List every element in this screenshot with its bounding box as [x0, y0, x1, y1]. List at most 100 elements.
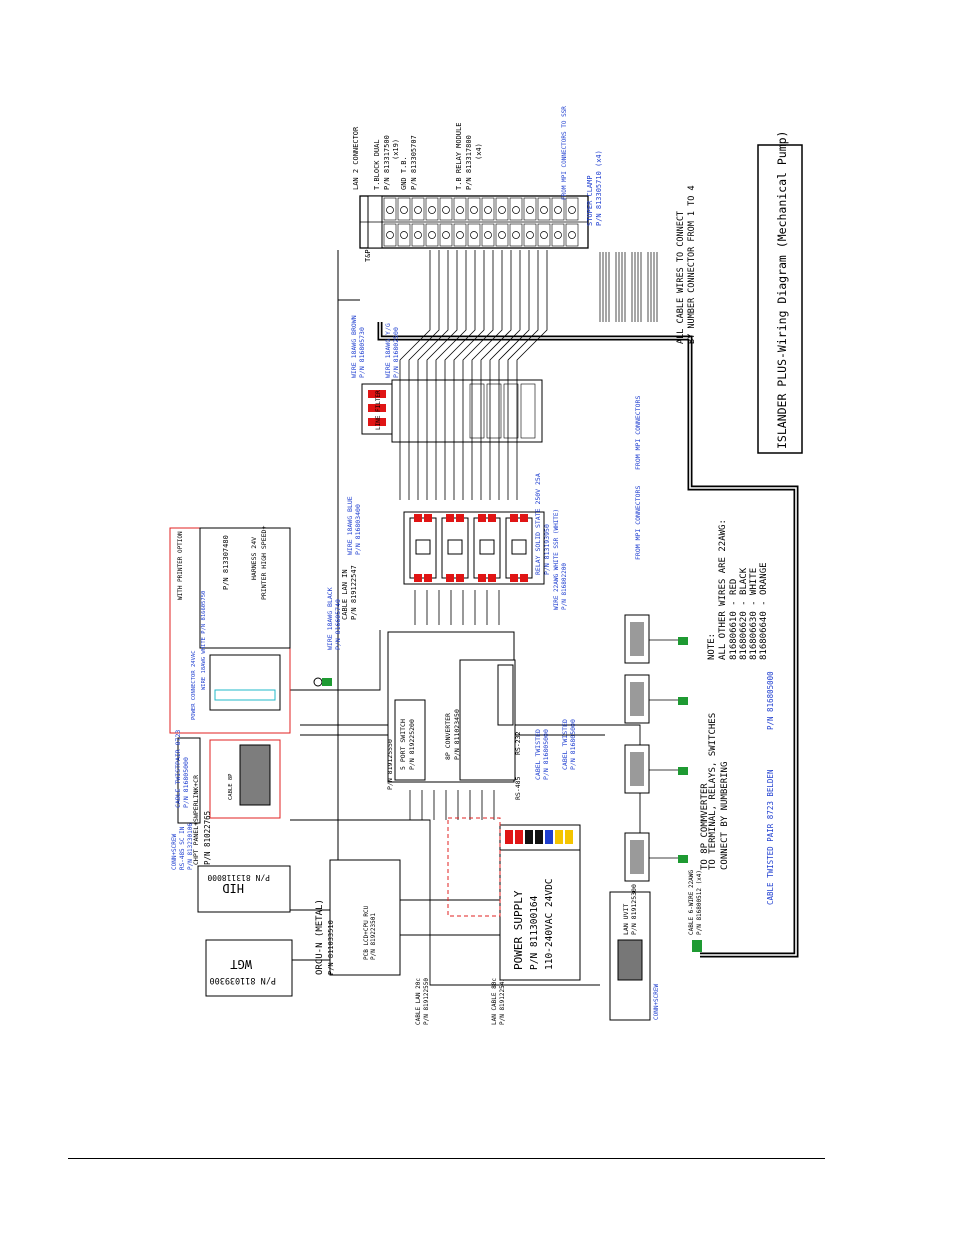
- sub-connector-plug: [678, 637, 688, 645]
- wire-segment: [453, 250, 485, 500]
- terminal-cell: [425, 197, 439, 221]
- terminal-screw: [456, 231, 464, 239]
- wire-segment: [471, 250, 503, 500]
- harness-label: HARNESS 24V: [250, 537, 258, 580]
- power-supply-label: POWER SUPPLY: [512, 890, 525, 970]
- hid-pn: P/N 813118000: [207, 873, 270, 882]
- terminal-screw: [526, 231, 534, 239]
- wire-segment: [462, 250, 494, 500]
- wire-segment: [516, 250, 548, 500]
- cable-twisted-belden-label: CABLE TWISTED PAIR 8723 BELDEN: [766, 770, 775, 905]
- note-line3: 816806620 - BLACK: [739, 567, 749, 660]
- power-printer-label: POWER CONNECTOR 24VAC: [191, 650, 197, 720]
- wgt-label: WGT: [230, 957, 252, 971]
- wire-segment: [426, 250, 458, 500]
- cable-lan-in-label: CABLE LAN IN: [341, 569, 349, 620]
- relay-cell: [503, 383, 519, 439]
- gnd-tb-label: GND T.B.: [400, 156, 408, 190]
- rs485-label: RS-485: [514, 776, 522, 800]
- terminal-screw: [428, 206, 436, 214]
- terminal-screw: [400, 206, 408, 214]
- terminal-screw: [400, 231, 408, 239]
- ps-terminal: [515, 830, 523, 844]
- terminal-cell: [383, 197, 397, 221]
- wire-segment: [444, 250, 476, 500]
- terminal-cell: [551, 197, 565, 221]
- power-supply-spec: 110-240VAC 24VDC: [544, 878, 555, 970]
- terminal-cell: [551, 223, 565, 247]
- wire-segment: [290, 819, 600, 986]
- terminal-cell: [397, 197, 411, 221]
- terminal-cell: [523, 197, 537, 221]
- terminal-screw: [470, 206, 478, 214]
- relay-ssr-pn: P/N 813193950: [543, 524, 551, 575]
- title-box: ISLANDER PLUS-Wiring Diagram (Mechanical…: [757, 131, 803, 454]
- ps-terminal: [565, 830, 573, 844]
- wire-black-pn: P/N 816605740: [334, 599, 342, 650]
- cable-twisted-8723-label: CABLE TWISTPAIR 8723: [174, 730, 182, 808]
- lan-cable-80-label: LAN CABLE 80c: [491, 978, 498, 1025]
- from-mpi-ssr-label: FROM MPI CONNECTORS TO SSR: [561, 106, 568, 200]
- wire-brown-label: WIRE 18AWG BROWN: [350, 315, 358, 378]
- terminal-cell: [439, 197, 453, 221]
- terminal-screw: [540, 231, 548, 239]
- wire-segment: [290, 630, 381, 691]
- terminal-cell: [383, 223, 397, 247]
- tblock-dual-label: T.BLOCK DUAL: [373, 139, 381, 190]
- orcu-pn: P/N 811033510: [327, 920, 335, 975]
- terminal-cell: [453, 197, 467, 221]
- terminal-screw: [568, 231, 576, 239]
- terminal-screw: [470, 231, 478, 239]
- terminal-screw: [498, 231, 506, 239]
- relay-cell: [469, 383, 485, 439]
- tblock-dual-qty: (x19): [392, 139, 400, 160]
- page-footer-rule: [68, 1158, 825, 1159]
- note-line2: 816806610 - RED: [729, 579, 739, 660]
- printer-option-label: WITH PRINTER OPTION: [177, 531, 184, 600]
- terminal-cell: [411, 197, 425, 221]
- ssr-terminal: [510, 574, 518, 582]
- terminal-screw: [512, 231, 520, 239]
- ps-terminal: [535, 830, 543, 844]
- terminal-cell: [481, 223, 495, 247]
- stoper-clamp-pn: P/N 813305710 (x4): [595, 150, 603, 226]
- pn-819125550: P/N 819125550: [386, 739, 394, 790]
- sub-connectors: [624, 614, 688, 882]
- conn-screw-label: CONN+SCREW: [171, 833, 178, 870]
- terminal-cell: [397, 223, 411, 247]
- wire-segment: [433, 590, 440, 820]
- sub-connector-plug: [678, 767, 688, 775]
- power-supply-pn: P/N 811300164: [529, 895, 540, 970]
- ssr-terminal: [478, 574, 486, 582]
- wire-black-label: WIRE 18AWG BLACK: [326, 587, 334, 650]
- ps-terminal: [505, 830, 513, 844]
- ssr-terminal: [446, 514, 454, 522]
- sub-connector-pins: [630, 682, 644, 716]
- wire-blue-pn: P/N 816803400: [354, 504, 362, 555]
- all-cable-wires-label: ALL CABLE WIRES TO CONNECT: [676, 211, 686, 344]
- note-line4: 816806630 - WHITE: [749, 568, 759, 660]
- to-terminal-label: TO TERMINAL, RELAYS, SWITCHES: [708, 713, 718, 870]
- wire-white-ssr-pn: P/N 816802200: [561, 563, 568, 610]
- cable-lan-in-pn: P/N 819122547: [350, 565, 358, 620]
- cable-8p-label: CABLE 8P: [228, 773, 234, 800]
- ssr-badge: [511, 539, 527, 555]
- ssr-badge: [447, 539, 463, 555]
- from-mpi-mid-label: FROM MPI CONNECTORS: [634, 486, 642, 560]
- power-supply-block: POWER SUPPLY P/N 811300164 110-240VAC 24…: [447, 817, 581, 981]
- terminal-cell: [509, 223, 523, 247]
- terminal-screw: [442, 231, 450, 239]
- wire-segment: [507, 250, 539, 500]
- ssr-terminal: [488, 514, 496, 522]
- terminal-cell: [537, 197, 551, 221]
- to-8p-label: TO 8P COMMVERTER: [700, 783, 710, 870]
- terminal-cell: [481, 197, 495, 221]
- ssr-relay-block: RELAY SOLID STATE 250V 25A P/N 813193950…: [346, 473, 642, 610]
- connect-by-label: CONNECT BY NUMBERING: [720, 762, 730, 870]
- terminal-cell: [425, 223, 439, 247]
- wire-segment: [493, 590, 500, 820]
- from-mpi-top-label: FROM MPI CONNECTORS: [634, 396, 642, 470]
- port-switch-label: 5 PORT SWITCH: [399, 719, 407, 770]
- wire-segment: [435, 250, 467, 500]
- filter-terminal: [368, 418, 386, 426]
